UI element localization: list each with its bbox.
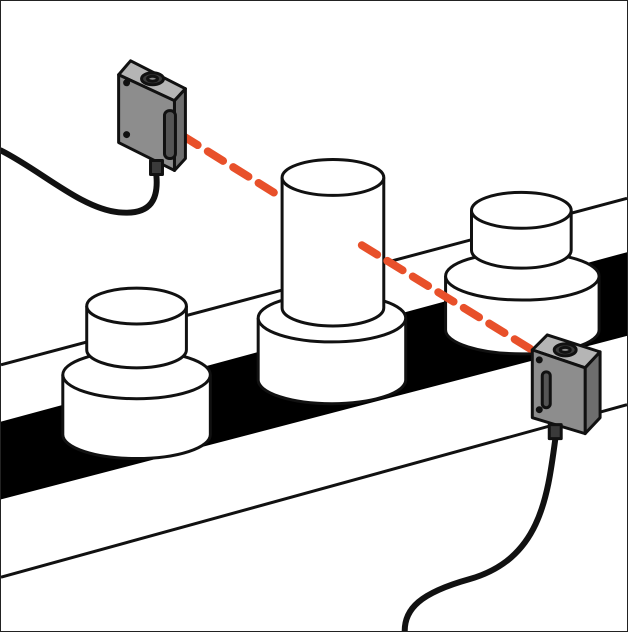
photoelectric-sensor-icon [117,59,187,176]
emitter-sensor [117,59,187,176]
container-right [444,190,601,356]
receiver-sensor [530,333,602,441]
photoelectric-sensor-icon [530,333,602,441]
conveyor-rail-bottom [1,403,627,579]
container-left [61,286,212,461]
receiver-cable [401,436,559,631]
laser-beam [178,131,540,356]
emitter-cable [1,147,160,216]
container-center-tall [256,158,408,406]
